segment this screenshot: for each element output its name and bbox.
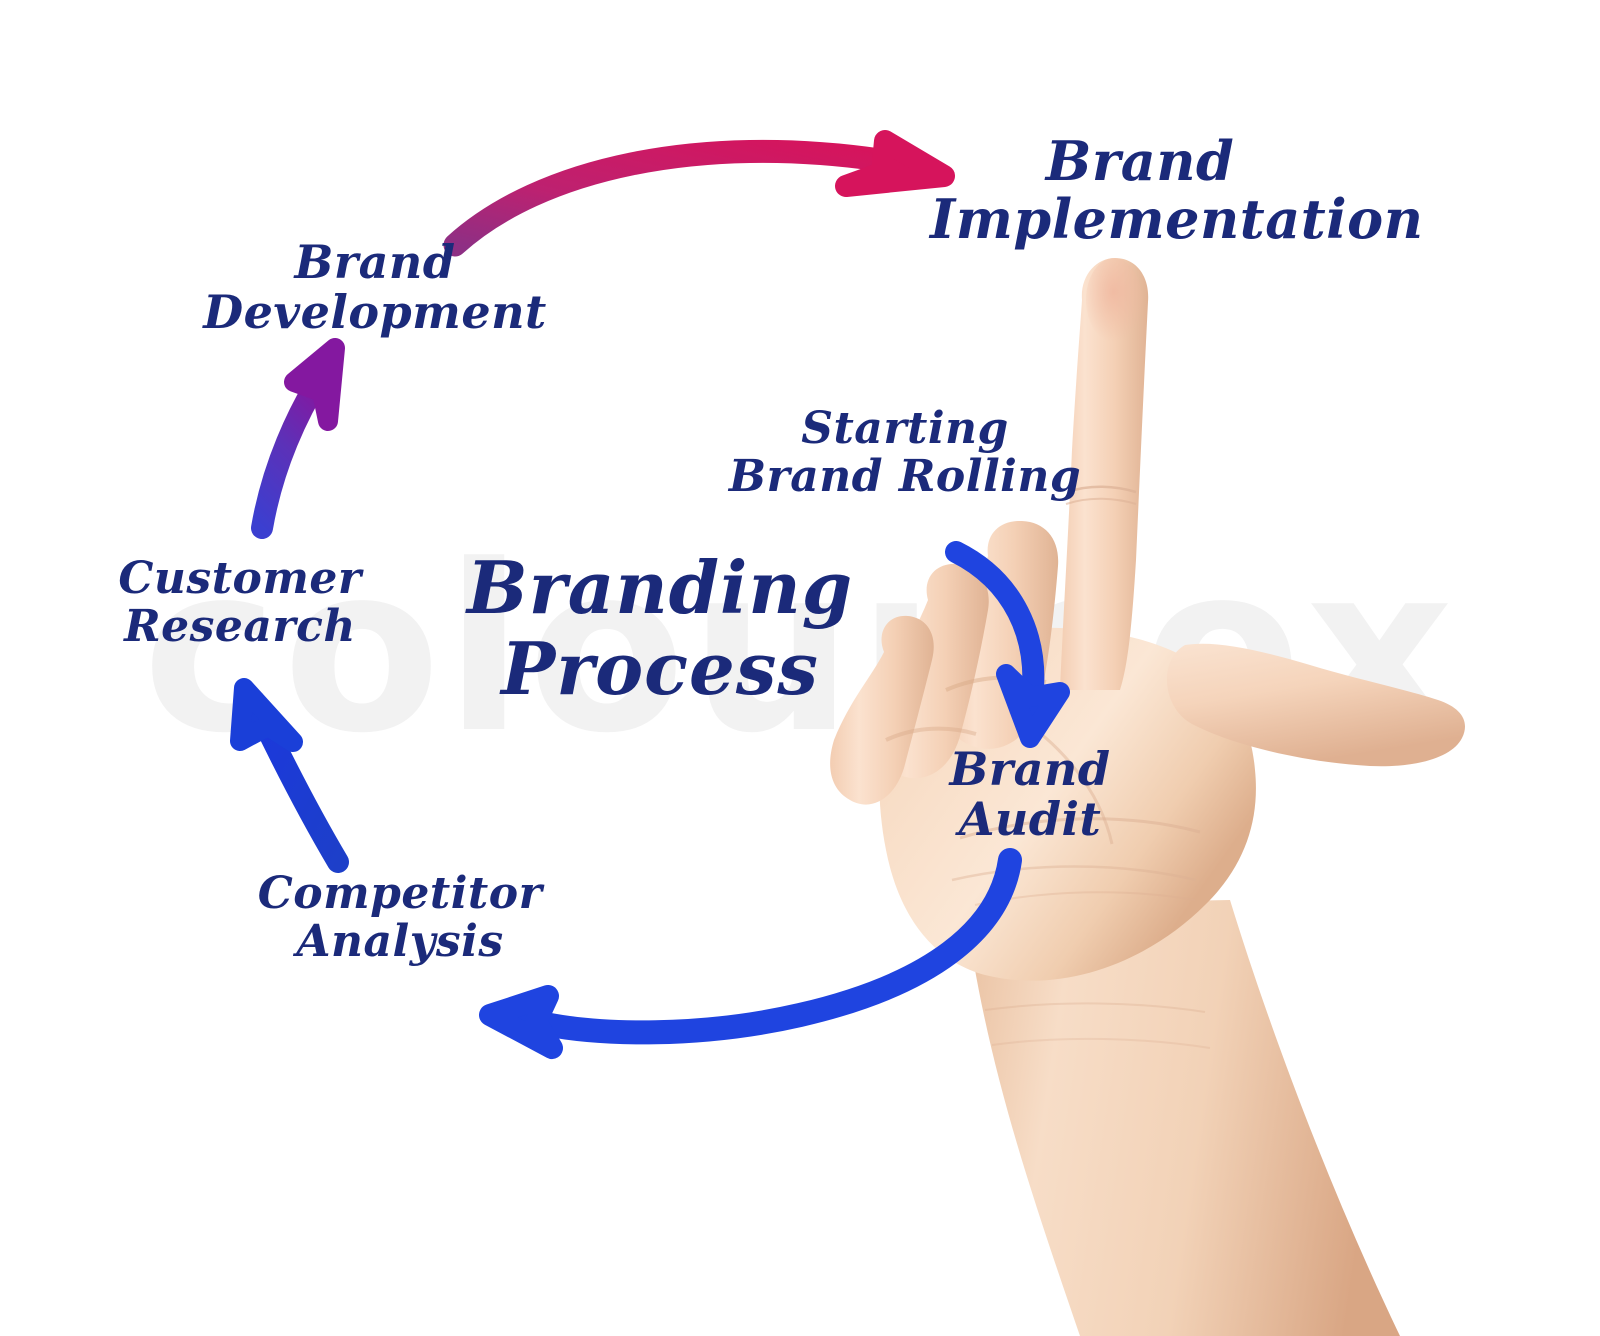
middle-finger-folded <box>942 520 1059 749</box>
palm-crease <box>974 891 1196 906</box>
node-label-brand-implementation: Brand Implementation <box>930 129 1424 252</box>
wrist-crease <box>984 1002 1206 1013</box>
node-label-brand-development: Brand Development <box>203 235 547 339</box>
node-label-competitor-analysis: Competitor Analysis <box>257 868 543 967</box>
forearm <box>965 900 1400 1336</box>
arrow-research-to-development <box>251 338 345 539</box>
wrist-crease <box>991 1037 1211 1049</box>
arrow-rolling-to-audit <box>945 541 1070 748</box>
index-fingertip-blush <box>1086 258 1142 342</box>
arrow-development-to-implementation <box>443 130 955 257</box>
knuckle-shade <box>885 726 977 742</box>
node-label-customer-research: Customer Research <box>118 553 362 652</box>
node-label-brand-audit: Brand Audit <box>949 742 1111 846</box>
node-label-starting-brand-rolling: Starting Brand Rolling <box>728 403 1082 502</box>
palm-crease <box>951 865 1197 882</box>
diagram-center-title: Branding Process <box>466 545 854 711</box>
arrow-competitor-to-research <box>230 678 349 873</box>
knuckle-shade <box>945 675 1047 692</box>
thumb <box>1166 643 1465 767</box>
arrow-audit-to-competitor <box>479 848 1022 1059</box>
